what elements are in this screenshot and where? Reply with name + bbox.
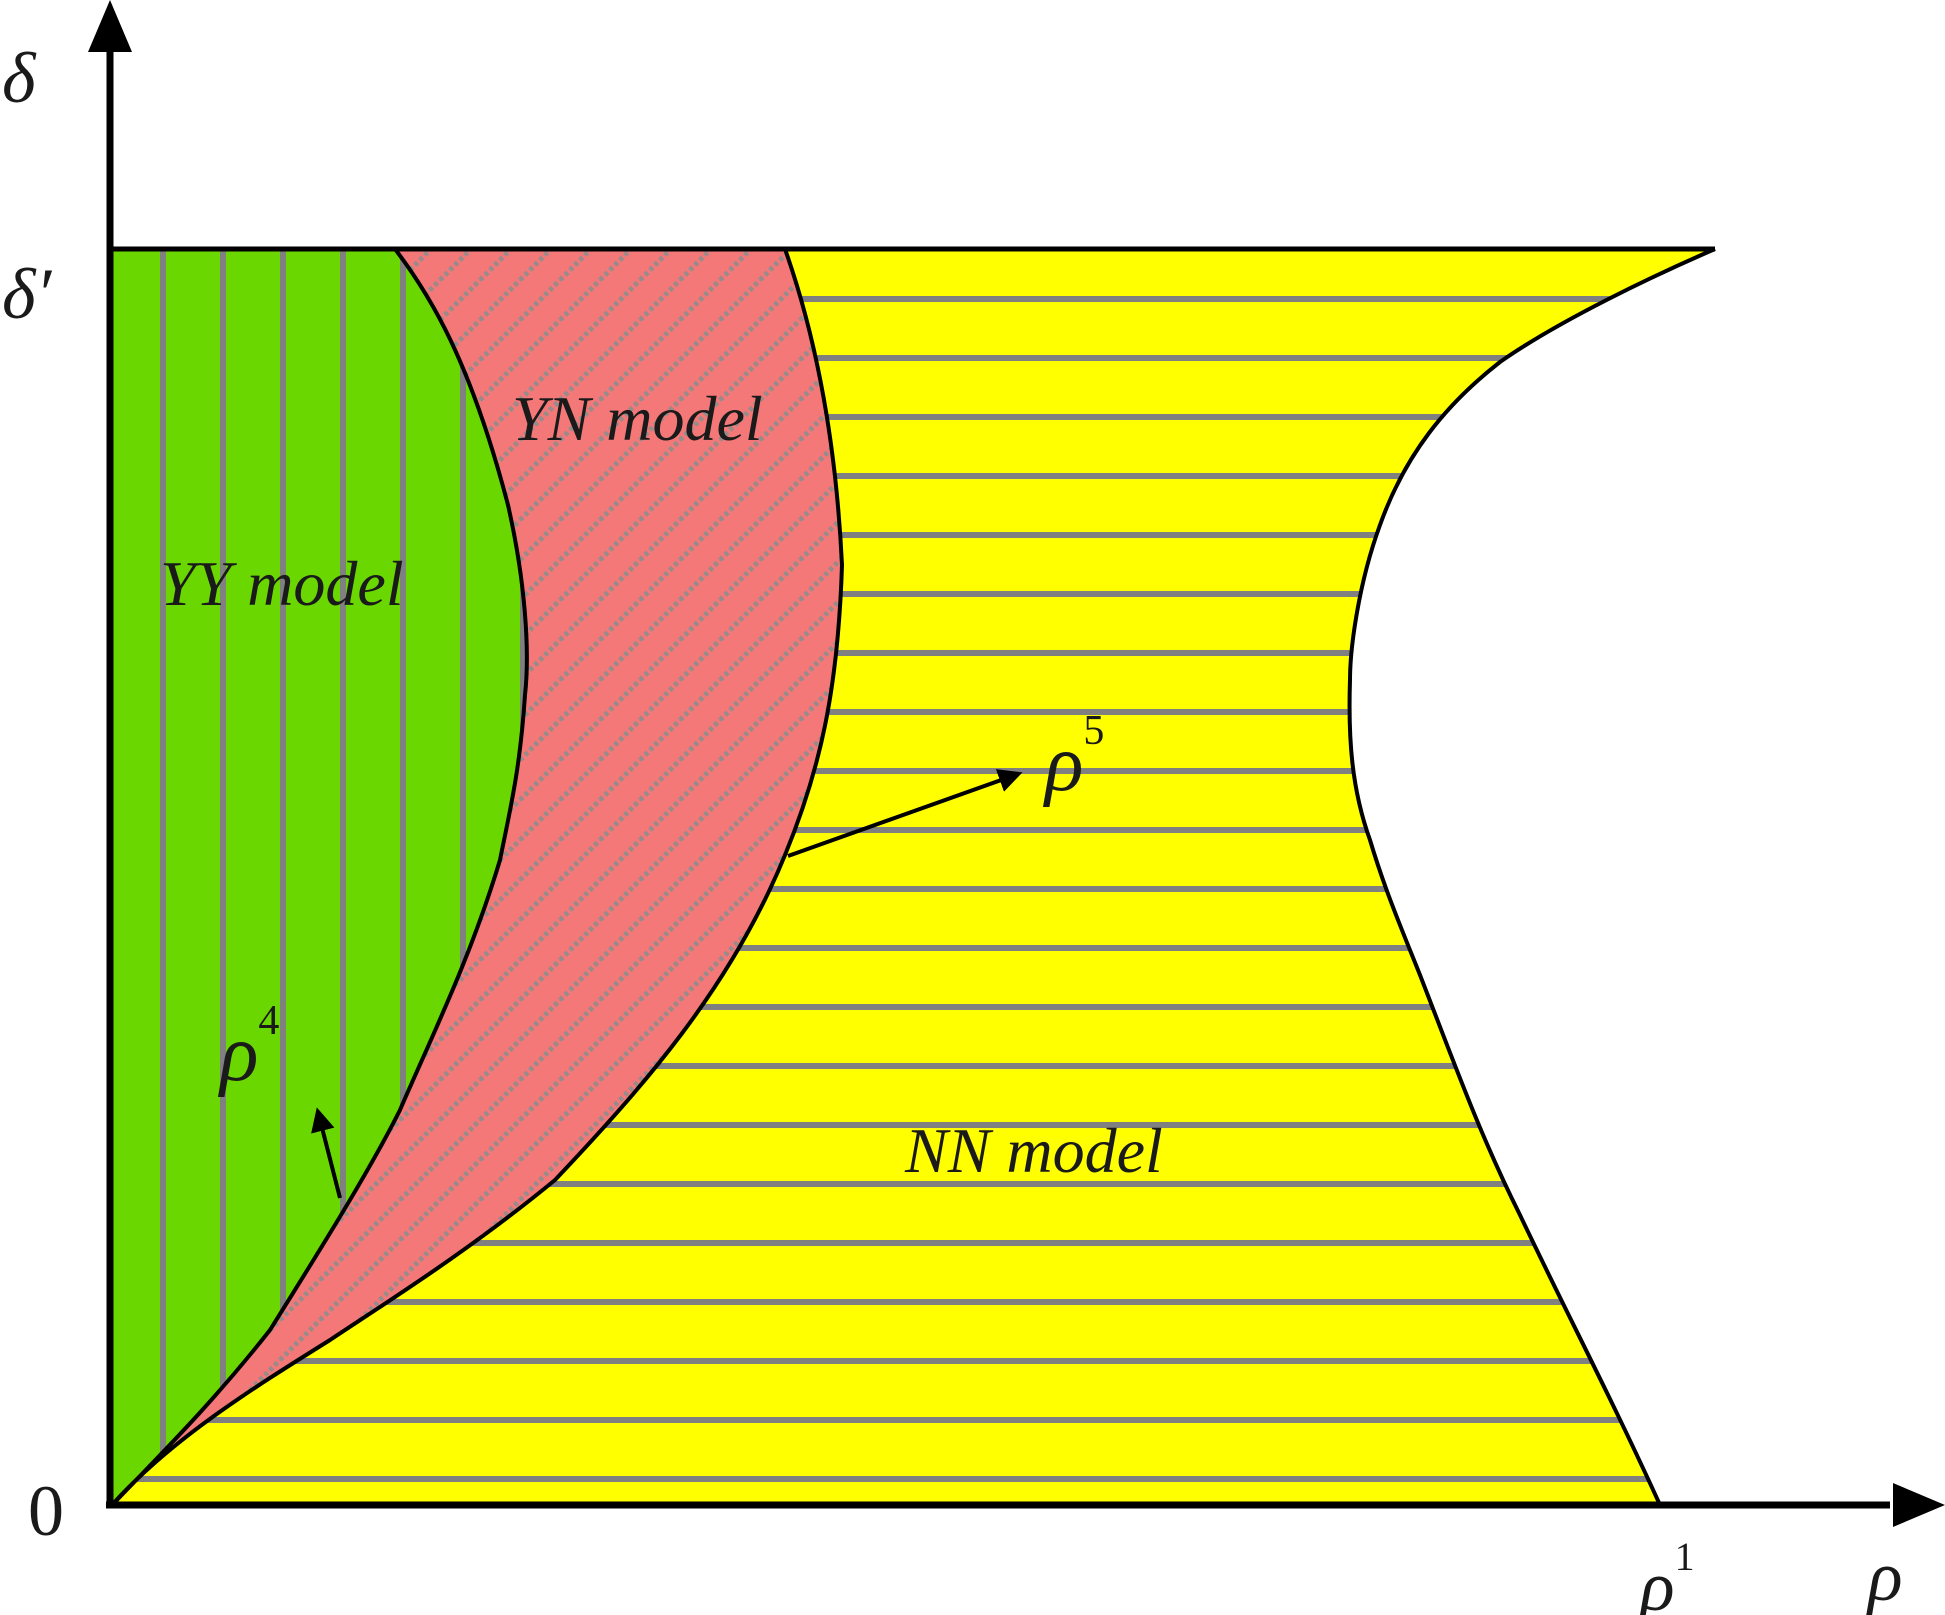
rho1-boundary-curve [1347,247,1716,1506]
rho4-boundary-curve [110,247,529,1507]
rho5-arrow [787,769,1023,858]
rho5-boundary-curve [110,248,845,1507]
rho4-superscript: 4 [258,998,279,1044]
rho5-label: ρ5 [1042,708,1104,808]
yn-model-label: YN model [512,383,763,454]
rho1-base: ρ [1638,1546,1675,1615]
yn-region [112,249,842,1505]
yy-model-label: YY model [160,548,404,619]
y-axis-arrowhead [88,0,132,52]
yy-region [110,249,527,1505]
rho5-base: ρ [1042,720,1083,808]
x-axis-tick-rho1: ρ1 [1638,1534,1695,1615]
nn-model-label: NN model [904,1115,1163,1186]
x-axis-arrowhead [1893,1483,1945,1527]
y-axis-tick-delta-prime: δ′ [2,254,52,334]
rho4-arrow [311,1107,342,1199]
rho1-superscript: 1 [1675,1534,1695,1579]
rho4-base: ρ [217,1010,258,1098]
x-axis-label: ρ [1866,1536,1903,1615]
y-axis-label: δ [2,38,37,118]
origin-label: 0 [28,1471,64,1551]
rho4-label: ρ4 [217,998,279,1098]
rho5-superscript: 5 [1083,708,1104,754]
